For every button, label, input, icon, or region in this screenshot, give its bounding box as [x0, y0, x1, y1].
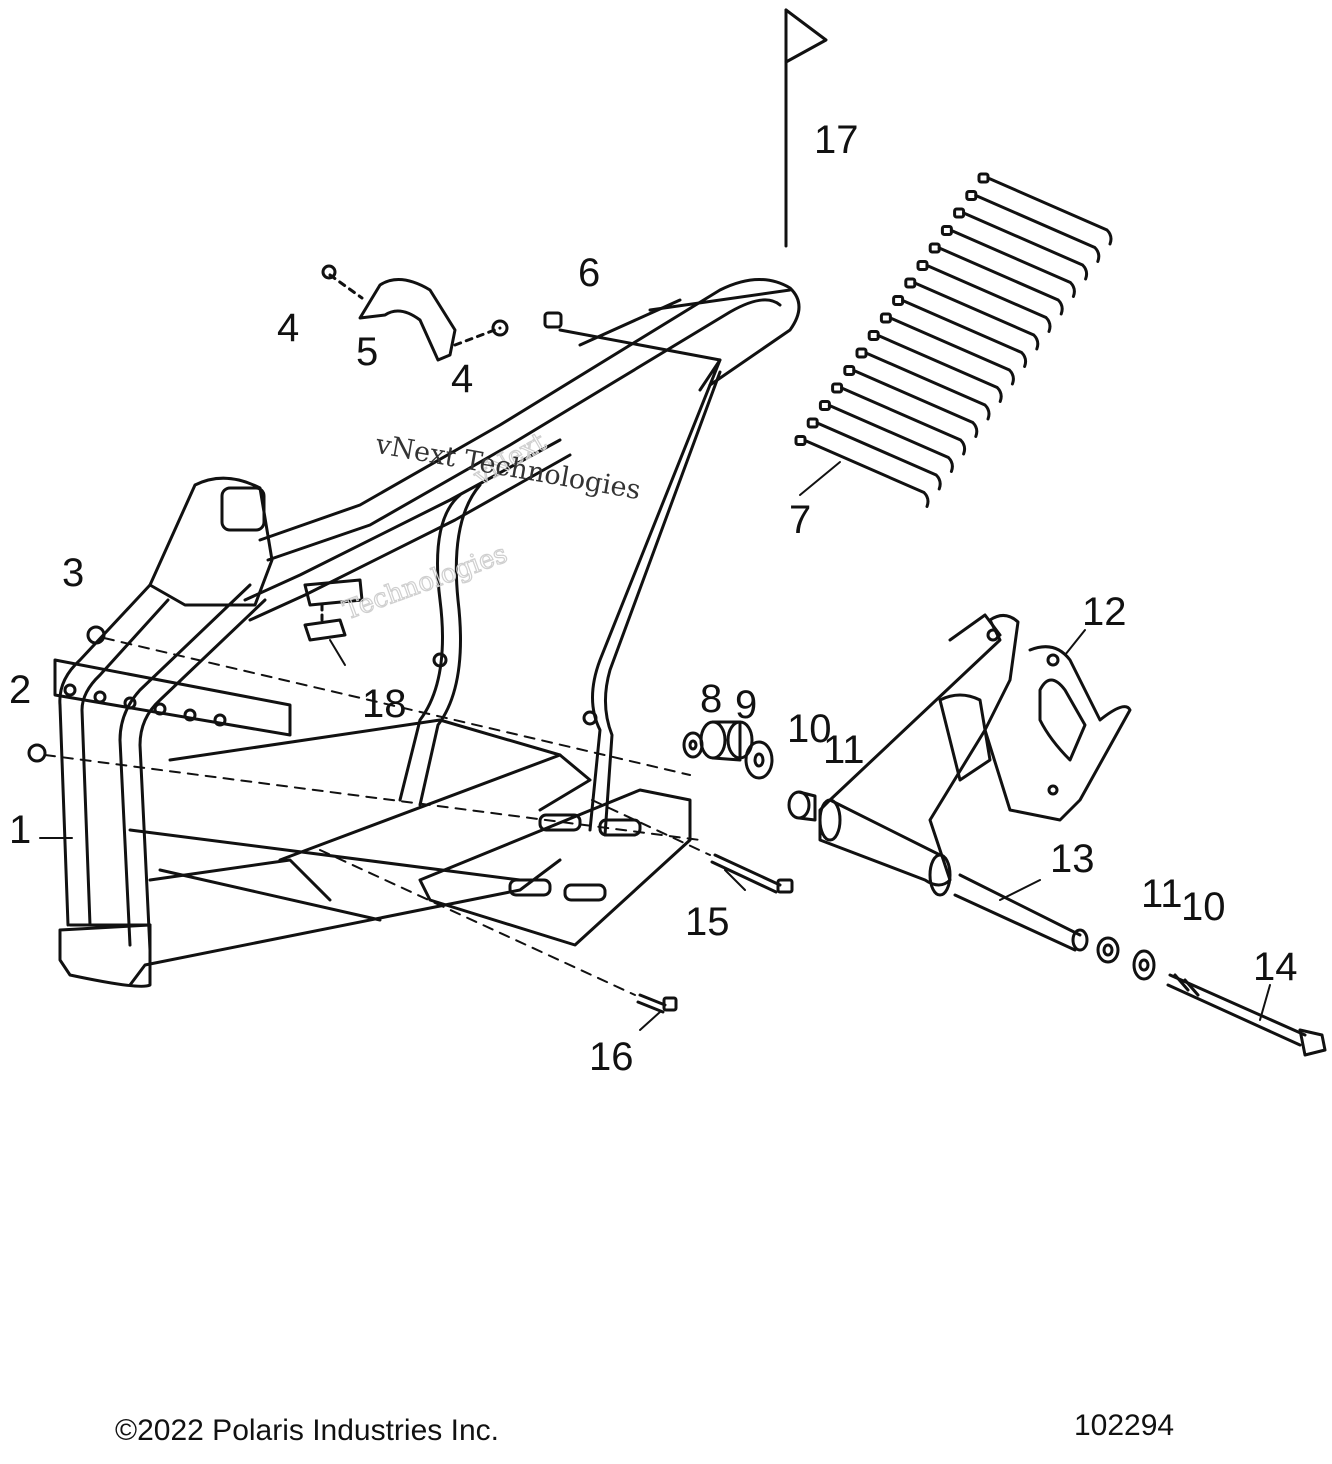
callout-10b: 10: [1181, 885, 1226, 929]
pivot-tube: [953, 873, 1089, 952]
washer-10-rear: [1132, 949, 1156, 981]
callout-4b: 4: [451, 357, 473, 401]
fasteners-top: [321, 264, 563, 337]
bumper-pad: [303, 578, 364, 642]
pivot-bolt: [1166, 973, 1327, 1057]
callout-3: 3: [62, 551, 84, 595]
callout-2: 2: [9, 668, 31, 712]
callout-12: 12: [1082, 590, 1127, 634]
watermark-text-2: Technologies: [339, 539, 511, 626]
nut-2: [27, 743, 701, 841]
callouts: 1 2 3 4 4 5 6 7 8 9 10 11 12 13 11 10 14…: [9, 118, 1298, 1079]
bushing-11-rear: [1096, 936, 1120, 964]
callout-11b: 11: [1141, 872, 1183, 916]
callout-9: 9: [735, 683, 757, 727]
callout-17: 17: [814, 118, 859, 162]
cable-tie: [965, 190, 1101, 263]
callout-7: 7: [789, 498, 811, 542]
cable-tie: [806, 417, 942, 491]
swing-arm: [818, 613, 1132, 897]
cable-tie: [831, 382, 967, 456]
cable-tie: [940, 225, 1076, 298]
callout-10a: 10: [787, 707, 832, 751]
callout-1: 1: [9, 808, 31, 852]
callout-15: 15: [685, 900, 730, 944]
cable-tie: [855, 347, 991, 421]
bolt-16: [319, 849, 678, 1014]
callout-6: 6: [578, 251, 600, 295]
callout-16: 16: [589, 1035, 634, 1079]
cable-tie: [818, 400, 954, 473]
cable-tie: [892, 295, 1028, 368]
bushing-11-front: [787, 790, 817, 822]
callout-5: 5: [356, 330, 378, 374]
cable-ties: [794, 172, 1113, 508]
watermark-text-3: vNext Technologies: [372, 429, 643, 506]
callout-13: 13: [1050, 837, 1095, 881]
washer-10-front: [744, 740, 774, 780]
cable-tie: [843, 365, 979, 438]
watermark: vNext Technologies vNext Technologies: [339, 426, 643, 627]
nut-3: [86, 625, 691, 776]
bolt-15: [591, 799, 794, 894]
bushing-9: [699, 720, 754, 762]
callout-8: 8: [700, 677, 722, 721]
copyright-text: ©2022 Polaris Industries Inc.: [115, 1414, 499, 1447]
callout-14: 14: [1253, 945, 1298, 989]
cable-tie: [904, 277, 1040, 351]
callout-18: 18: [362, 682, 407, 726]
callout-11a: 11: [823, 728, 865, 772]
leader-lines: [39, 461, 1271, 1031]
frame: [53, 278, 801, 988]
cable-tie: [916, 260, 1052, 333]
washer-8: [682, 731, 704, 759]
cable-tie: [867, 330, 1003, 403]
diagram-number: 102294: [1074, 1409, 1175, 1442]
cable-tie: [794, 435, 930, 508]
cable-tie: [879, 312, 1015, 386]
cable-tie: [977, 172, 1113, 246]
cable-tie: [953, 207, 1089, 281]
callout-4a: 4: [277, 306, 299, 350]
cable-tie: [928, 242, 1064, 316]
flag-whip: [784, 8, 828, 248]
